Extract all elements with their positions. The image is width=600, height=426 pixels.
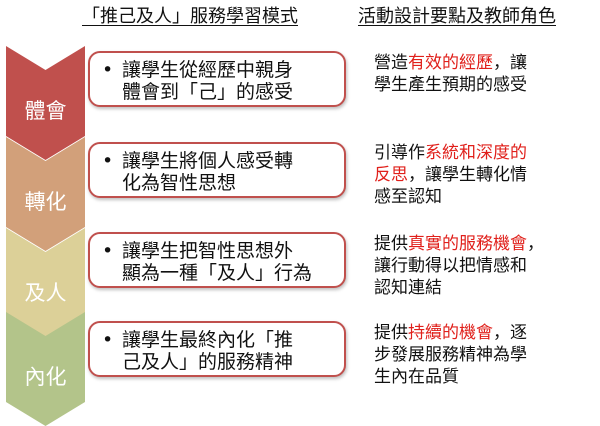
chevron-label: 轉化 xyxy=(24,190,67,214)
role-text: ，讓 xyxy=(493,53,527,73)
chevron-shape xyxy=(6,137,85,251)
chevron-shape xyxy=(6,312,85,426)
stage-box-3: • 讓學生把智性思想外 顯為一種「及人」行為 xyxy=(88,232,346,288)
bullet: • xyxy=(102,240,114,262)
role-text: 學生產生預期的感受 xyxy=(374,75,527,95)
role-text: 感至認知 xyxy=(374,187,442,207)
role-highlight: 持續的機會 xyxy=(408,323,493,343)
stage-box-1: • 讓學生從經歷中親身 體會到「己」的感受 xyxy=(88,51,346,107)
role-text: 讓行動得以把情感和 xyxy=(374,256,527,276)
chevron-shape xyxy=(6,228,85,342)
role-text: ，逐 xyxy=(493,323,527,343)
bullet: • xyxy=(102,329,114,351)
stage-desc-line1: 讓學生最終內化「推 xyxy=(122,329,294,351)
role-header: 活動設計要點及教師角色 xyxy=(358,6,556,27)
role-text: 生內在品質 xyxy=(374,367,459,387)
stage-desc-line2: 顯為一種「及人」行為 xyxy=(122,262,313,284)
role-text-2: 引導作系統和深度的 反思，讓學生轉化情 感至認知 xyxy=(374,142,596,208)
stage-desc-line1: 讓學生將個人感受轉 xyxy=(122,150,294,172)
stage-desc-line2: 化為智性思想 xyxy=(122,172,237,194)
chevron-label: 內化 xyxy=(24,365,67,389)
bullet: • xyxy=(102,59,114,81)
role-text: 提供 xyxy=(374,234,408,254)
role-text-1: 營造有效的經歷，讓 學生產生預期的感受 xyxy=(374,52,596,96)
stage-desc-line1: 讓學生從經歷中親身 xyxy=(122,59,294,81)
model-header: 「推己及人」服務學習模式 xyxy=(82,6,298,27)
role-text: ，讓學生轉化情 xyxy=(408,165,527,185)
role-highlight: 真實的服務機會 xyxy=(408,234,527,254)
role-highlight: 有效的經歷 xyxy=(408,53,493,73)
role-text: 引導作 xyxy=(374,143,425,163)
stage-desc-line2: 體會到「己」的感受 xyxy=(122,81,294,103)
role-text: 提供 xyxy=(374,323,408,343)
chevron-shape xyxy=(6,46,85,160)
role-text: 營造 xyxy=(374,53,408,73)
chevron-stage-2: 轉化 xyxy=(6,137,85,251)
role-text: 步發展服務精神為學 xyxy=(374,345,527,365)
chevron-label: 及人 xyxy=(24,281,67,305)
stage-desc-line1: 讓學生把智性思想外 xyxy=(122,240,294,262)
chevron-stage-1: 體會 xyxy=(6,46,85,160)
bullet: • xyxy=(102,150,114,172)
role-highlight: 反思 xyxy=(374,165,408,185)
role-text: 認知連結 xyxy=(374,278,442,298)
role-text-3: 提供真實的服務機會， 讓行動得以把情感和 認知連結 xyxy=(374,233,596,299)
chevron-stage-3: 及人 xyxy=(6,228,85,342)
chevron-stage-4: 內化 xyxy=(6,312,85,426)
stage-desc-line2: 己及人」的服務精神 xyxy=(122,351,294,373)
role-text-4: 提供持續的機會，逐 步發展服務精神為學 生內在品質 xyxy=(374,322,596,388)
role-text: ， xyxy=(527,234,544,254)
stage-box-4: • 讓學生最終內化「推 己及人」的服務精神 xyxy=(88,321,346,377)
stage-box-2: • 讓學生將個人感受轉 化為智性思想 xyxy=(88,142,346,198)
role-highlight: 系統和深度的 xyxy=(425,143,527,163)
chevron-label: 體會 xyxy=(24,99,67,123)
